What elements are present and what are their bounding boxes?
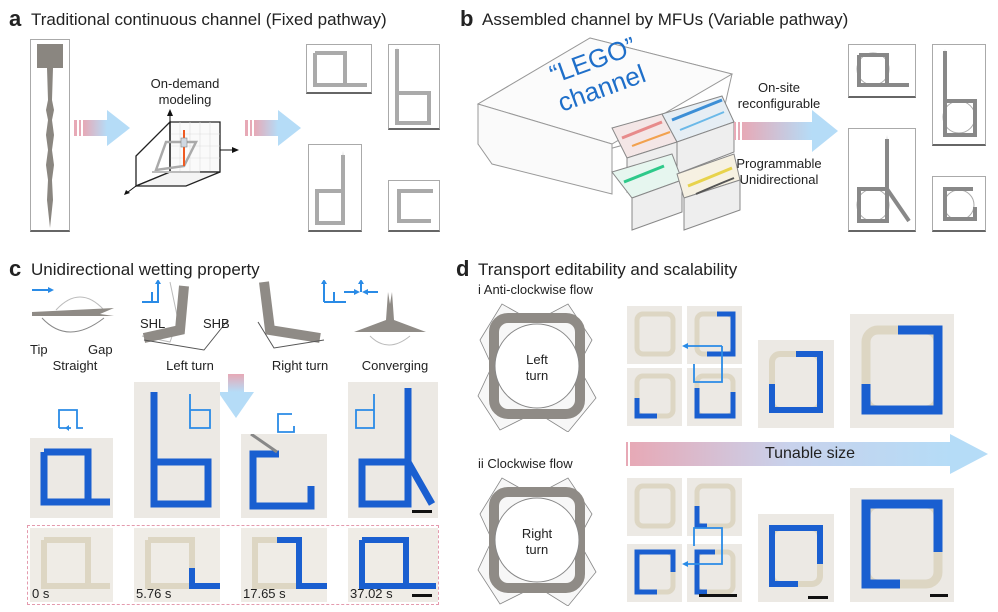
photo-ii-3 [627,544,682,602]
photo-ii-large [850,488,954,602]
panel-d-title: Transport editability and scalability [478,260,738,279]
left-turn-loop-drawing [477,303,597,432]
photo-letter-b [134,382,220,518]
loop-ii-label-2: turn [525,542,549,557]
right-turn-unit-drawing [257,280,346,349]
3d-modeling-icon [124,109,239,195]
scale-bar [412,510,432,513]
panel-c-title: Unidirectional wetting property [31,260,260,279]
photo-ii-1 [627,478,682,536]
loop-ii-label-1: Right [521,526,553,541]
tunable-size-label: Tunable size [764,445,856,462]
flow-sequence-arrow-i [682,343,723,383]
timelapse-frame-1 [30,528,113,602]
photo-i-2 [687,306,742,364]
caption-reconfigurable: reconfigurable [737,96,821,111]
photo-i-3 [627,368,682,426]
down-arrow [218,374,254,418]
photo-ii-2 [687,478,742,536]
timelapse-frame-3 [241,528,327,602]
caption-unidirectional: Unidirectional [739,172,819,187]
modeling-caption-1: On-demand [150,76,220,91]
timelapse-frame-2 [134,528,220,602]
photo-letter-c [241,434,327,518]
right-turn-loop-drawing [477,477,597,606]
flow-icon-c [277,413,295,433]
panel-a-title: Traditional continuous channel (Fixed pa… [31,10,387,29]
timestamp-0: 0 s [32,586,50,601]
unit-converging-label: Converging [361,358,429,373]
panel-d-label: d [456,256,470,281]
modeling-caption-2: modeling [158,92,212,107]
photo-ii-medium [758,514,834,602]
photo-i-medium [758,340,834,428]
scale-bar [412,594,432,597]
process-arrow-1 [74,110,130,146]
left-turn-unit-drawing [141,280,229,351]
loop-i-label-1: Left [526,352,548,367]
scale-bar [930,594,948,597]
panel-c-label: c [9,256,22,281]
timestamp-2: 17.65 s [243,586,286,601]
straight-channel-drawing [37,44,63,228]
photo-i-large [850,314,954,428]
lego-drawer-box [476,37,741,231]
fixed-letter-a [306,44,372,94]
caption-programmable: Programmable [736,156,822,171]
timestamp-1: 5.76 s [136,586,172,601]
panel-b-label: b [460,6,474,31]
caption-onsite: On-site [758,80,800,95]
loop-i-label-2: turn [525,368,549,383]
flow-sequence-arrow-ii [682,527,723,567]
subpanel-i-label: i Anti-clockwise flow [478,282,593,297]
tip-label: Tip [30,342,48,357]
scale-bar [699,594,737,597]
flow-icon-d [355,394,375,429]
mfu-letter-d [848,128,916,232]
tunable-size-arrow [626,434,988,474]
timestamp-3: 37.02 s [350,586,393,601]
panel-b-title: Assembled channel by MFUs (Variable path… [482,10,849,29]
unit-straight-label: Straight [52,358,98,373]
straight-channel-frame [30,39,70,232]
fixed-letter-d [308,144,362,232]
shb-label: SHB [203,316,230,331]
photo-i-4 [687,368,742,426]
fixed-letter-c [388,180,440,232]
photo-i-1 [627,306,682,364]
unit-right-turn-label: Right turn [271,358,329,373]
mfu-letter-b [932,44,986,146]
flow-icon-a [58,409,83,431]
photo-letter-d [348,382,438,518]
timelapse-frame-4 [348,528,438,602]
scale-bar [808,596,828,599]
straight-unit-drawing [32,287,114,333]
panel-a-label: a [9,6,22,31]
flow-icon-b [189,394,211,429]
converging-unit-drawing [344,280,426,346]
process-arrow-2 [245,110,301,146]
gap-label: Gap [88,342,113,357]
mfu-letter-c [932,176,986,232]
fixed-letter-b [388,44,440,130]
reconfigure-arrow [734,110,838,152]
photo-ii-4 [687,544,742,602]
shl-label: SHL [140,316,166,331]
time-lapse-box [27,525,439,605]
unit-left-turn-label: Left turn [166,358,214,373]
subpanel-ii-label: ii Clockwise flow [478,456,573,471]
mfu-letter-a [848,44,916,98]
photo-letter-a [30,438,113,518]
